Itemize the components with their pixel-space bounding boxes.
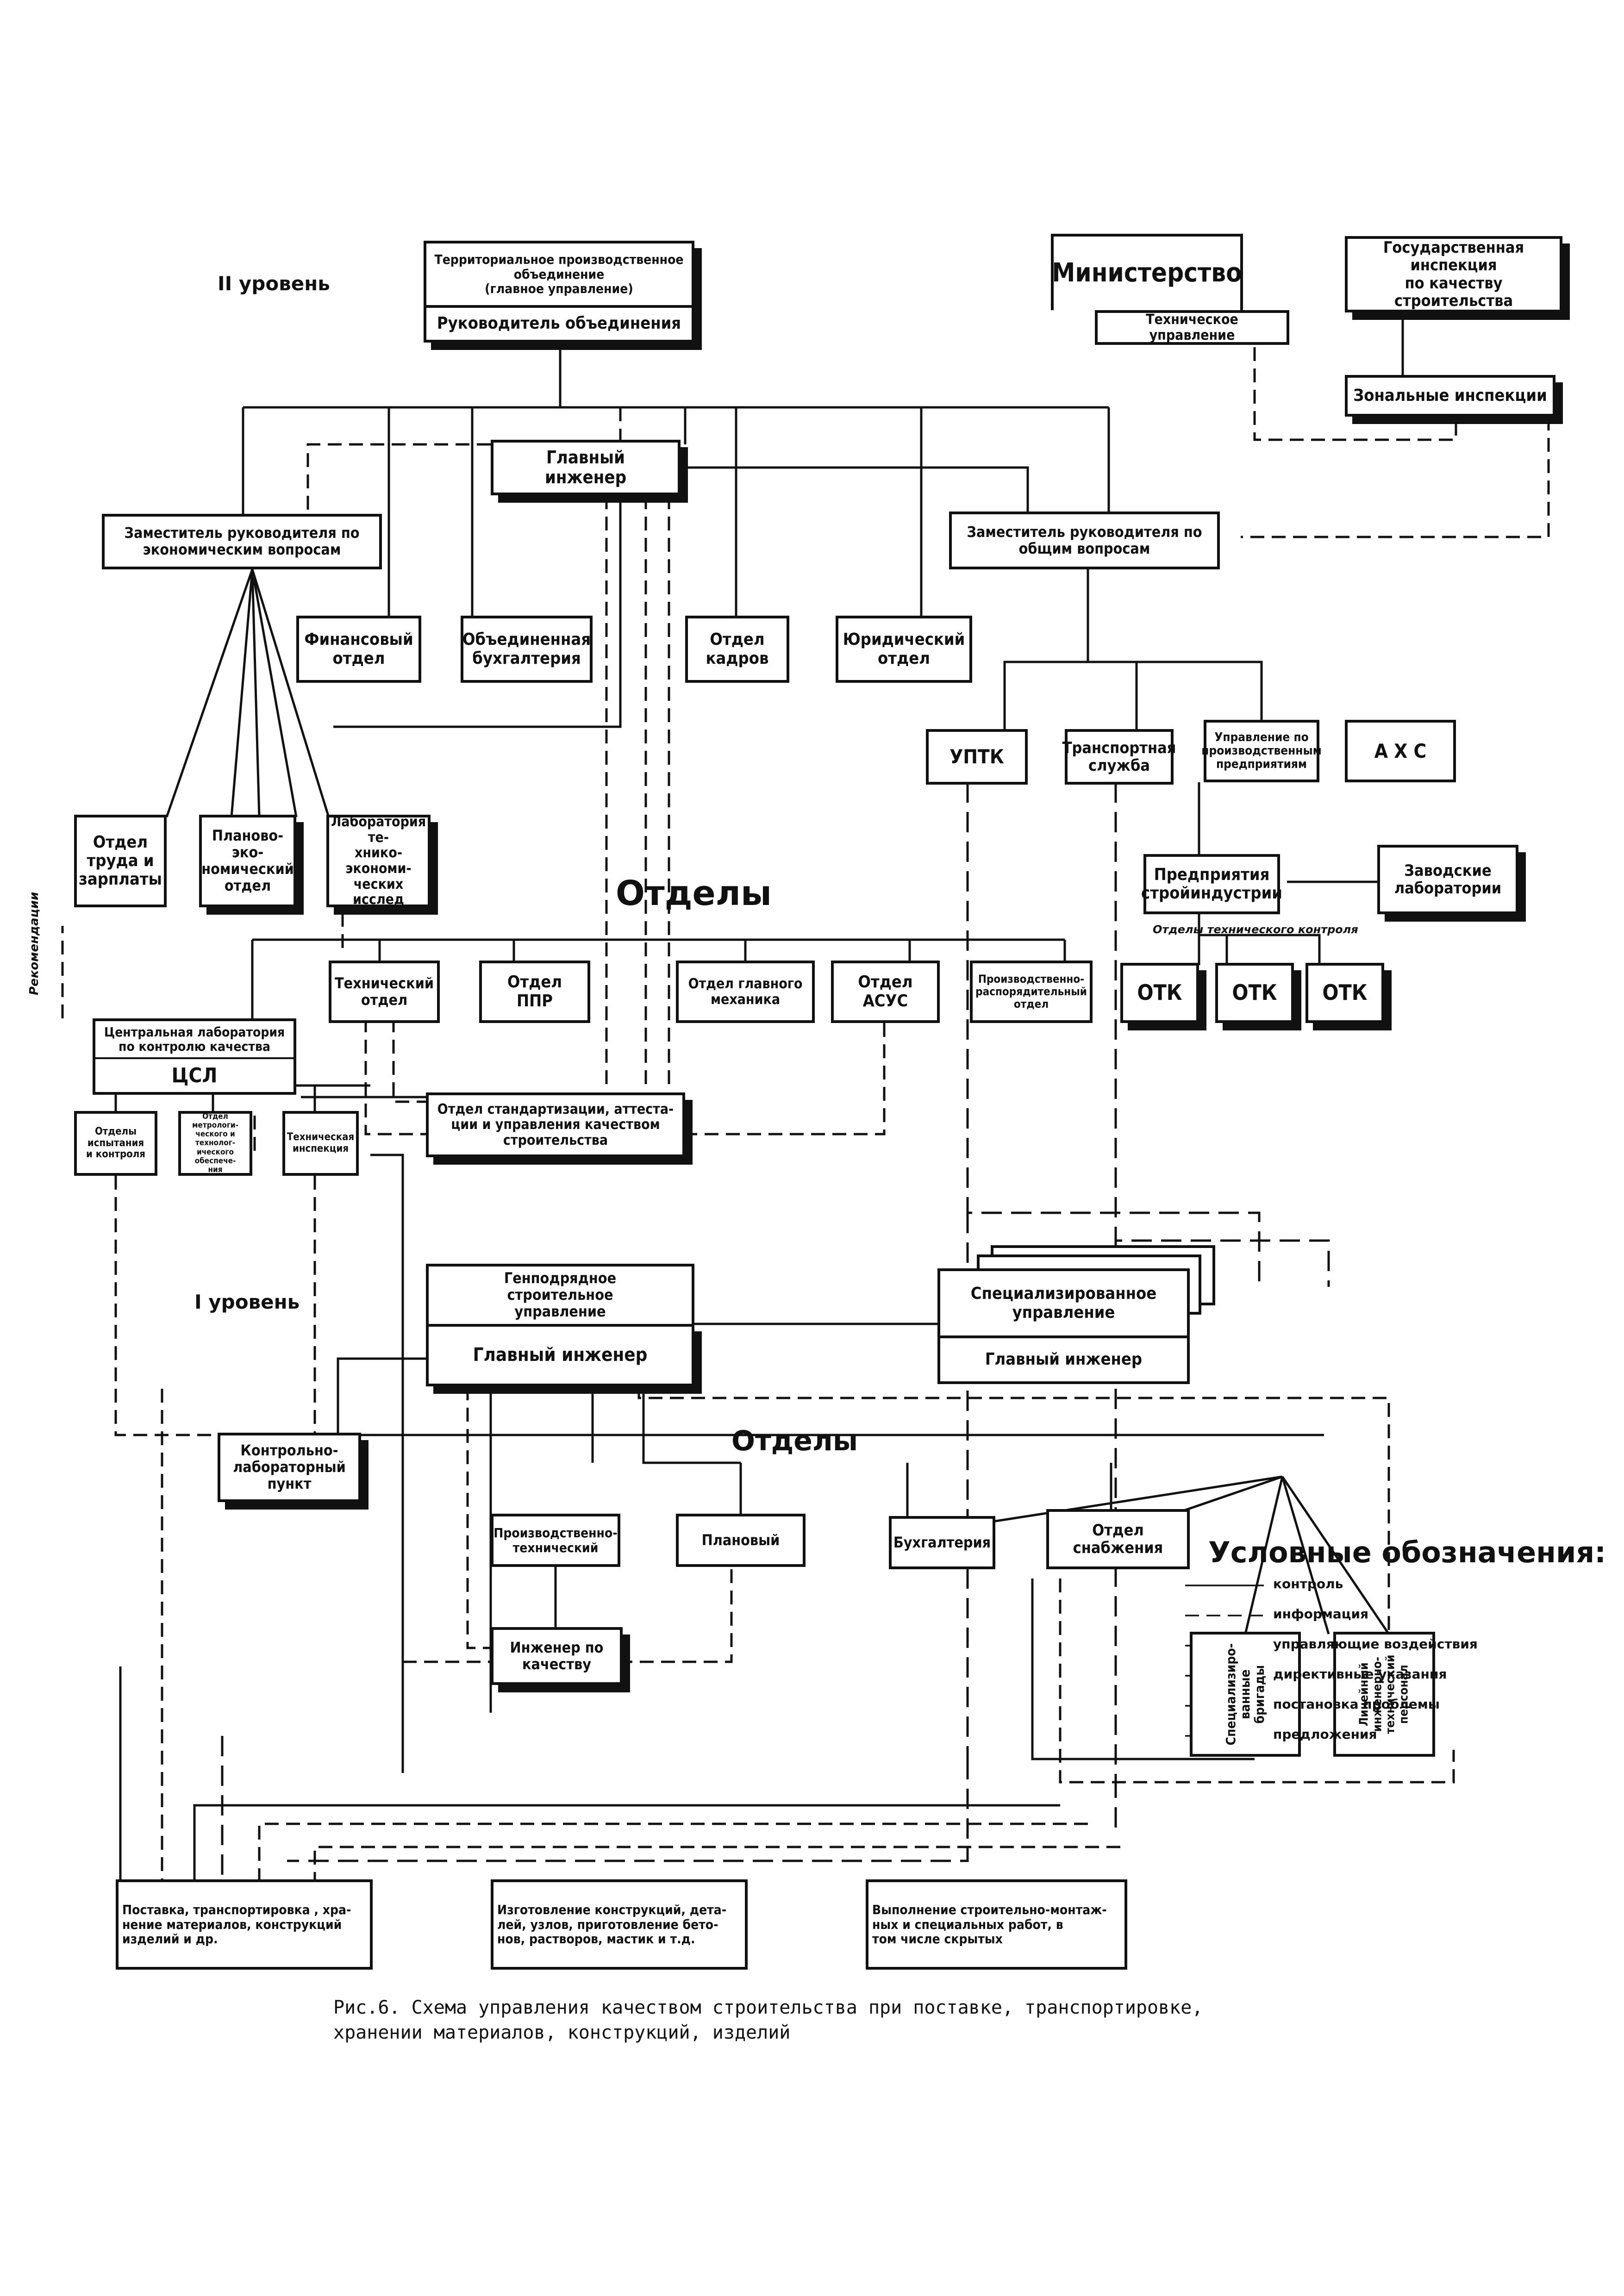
enterprises-box: Предприятия стройиндустрии xyxy=(1141,854,1282,914)
legend-information-label: информация xyxy=(1273,1606,1369,1622)
testing-dept-box: Отделы испытания и контроля xyxy=(74,1111,157,1176)
spec-chief-engineer-box: Главный инженер xyxy=(937,1335,1190,1384)
ahs-box: А Х С xyxy=(1345,720,1456,782)
legal-dept-box: Юридический отдел xyxy=(836,616,972,683)
otk-note: Отделы технического контроля xyxy=(1153,923,1358,936)
legend-title: Условные обозначения: xyxy=(1208,1535,1606,1569)
accounting-box: Объединенная бухгалтерия xyxy=(461,616,593,683)
level-2-label: II уровень xyxy=(218,272,330,295)
spec-brigades-box: Специализиро- ванные бригады xyxy=(1190,1632,1301,1757)
tech-inspection-box: Техническая инспекция xyxy=(282,1111,359,1176)
deputy-general-box: Заместитель руководителя по общим вопрос… xyxy=(949,512,1220,569)
standardization-box: Отдел стандартизации, аттеста- ции и упр… xyxy=(426,1092,685,1157)
manufacture-box: Изготовление конструкций, дета- лей, узл… xyxy=(491,1879,748,1970)
otk-box-1: ОТК xyxy=(1120,963,1199,1023)
technical-dept-box: Технический отдел xyxy=(329,961,440,1023)
factory-labs-box: Заводские лаборатории xyxy=(1377,845,1518,914)
tpo-head-box: Руководитель объединения xyxy=(424,308,694,343)
legend-control: контроль xyxy=(1185,1576,1509,1595)
tpo-title-box: Территориальное производственное объедин… xyxy=(424,241,694,308)
uptk-box: УПТК xyxy=(926,729,1028,785)
legend-control-label: контроль xyxy=(1273,1576,1343,1591)
transport-service-box: Транспортная служба xyxy=(1062,729,1176,785)
zonal-inspections-box: Зональные инспекции xyxy=(1345,375,1555,417)
quality-engineer-box: Инженер по качеству xyxy=(491,1627,623,1685)
specialized-box: Специализированное управление xyxy=(937,1268,1190,1335)
asus-box: Отдел АСУС xyxy=(831,961,940,1023)
gc-chief-engineer-box: Главный инженер xyxy=(426,1324,694,1386)
legend-proposals-label: предложения xyxy=(1273,1727,1377,1742)
supply-dept-box: Отдел снабжения xyxy=(1046,1509,1190,1569)
planning-dept-box: Плановый xyxy=(676,1514,806,1567)
legend-directives: директивные указания xyxy=(1185,1666,1509,1685)
production-dispatch-box: Производственно- распорядительный отдел xyxy=(970,961,1093,1023)
tech-department-box: Техническое управление xyxy=(1095,310,1289,345)
financial-dept-box: Финансовый отдел xyxy=(296,616,421,683)
recommendations-label: Рекомендации xyxy=(27,892,41,995)
legend-problem-statement-label: постановка проблемы xyxy=(1273,1697,1440,1712)
legend-control-actions: управляющие воздействия xyxy=(1185,1636,1509,1655)
general-contractor-box: Генподрядное строительное управление xyxy=(426,1264,694,1324)
lower-depts-heading: Отделы xyxy=(731,1425,858,1457)
state-inspection-box: Государственная инспекция по качеству ст… xyxy=(1345,236,1562,312)
depts-heading: Отделы xyxy=(616,873,772,913)
production-enterprises-box: Управление по производственным предприят… xyxy=(1201,720,1322,782)
otk-box-2: ОТК xyxy=(1215,963,1294,1023)
tech-econ-lab-box: Лаборатория те- хнико-экономи- ческих ис… xyxy=(326,814,431,907)
chief-mechanic-box: Отдел главного механика xyxy=(676,961,815,1023)
otk-box-3: ОТК xyxy=(1305,963,1384,1023)
csl-box: ЦСЛ xyxy=(93,1058,296,1095)
legend-information: информация xyxy=(1185,1606,1509,1625)
legend-control-actions-label: управляющие воздействия xyxy=(1273,1636,1478,1652)
personnel-dept-box: Отдел кадров xyxy=(685,616,789,683)
central-lab-box: Центральная лаборатория по контролю каче… xyxy=(93,1018,296,1060)
planning-econ-box: Планово-эко- номический отдел xyxy=(199,815,296,907)
supply-transport-box: Поставка, транспортировка , хра- нение м… xyxy=(116,1879,373,1970)
legend-directives-label: директивные указания xyxy=(1273,1666,1447,1682)
construction-works-box: Выполнение строительно-монтаж- ных и спе… xyxy=(866,1879,1127,1970)
ppr-dept-box: Отдел ППР xyxy=(479,961,590,1023)
chief-engineer-box: Главный инженер xyxy=(491,440,681,495)
ministry-box: Министерство xyxy=(1051,234,1243,310)
line-staff-box: Линейный инженерно- технический персонал xyxy=(1333,1632,1435,1757)
prod-tech-dept-box: Производственно- технический xyxy=(491,1514,620,1567)
legend-problem-statement: постановка проблемы xyxy=(1185,1697,1509,1715)
labor-dept-box: Отдел труда и зарплаты xyxy=(74,815,167,907)
level-1-label: I уровень xyxy=(194,1291,300,1313)
legend-proposals: предложения xyxy=(1185,1727,1509,1745)
deputy-econ-box: Заместитель руководителя по экономически… xyxy=(102,514,382,569)
figure-caption: Рис.6. Схема управления качеством строит… xyxy=(333,1997,1203,2043)
bookkeeping-box: Бухгалтерия xyxy=(889,1516,995,1569)
metrology-dept-box: Отдел метрологи- ческого и технолог- иче… xyxy=(178,1111,252,1176)
control-lab-box: Контрольно- лабораторный пункт xyxy=(218,1433,361,1502)
